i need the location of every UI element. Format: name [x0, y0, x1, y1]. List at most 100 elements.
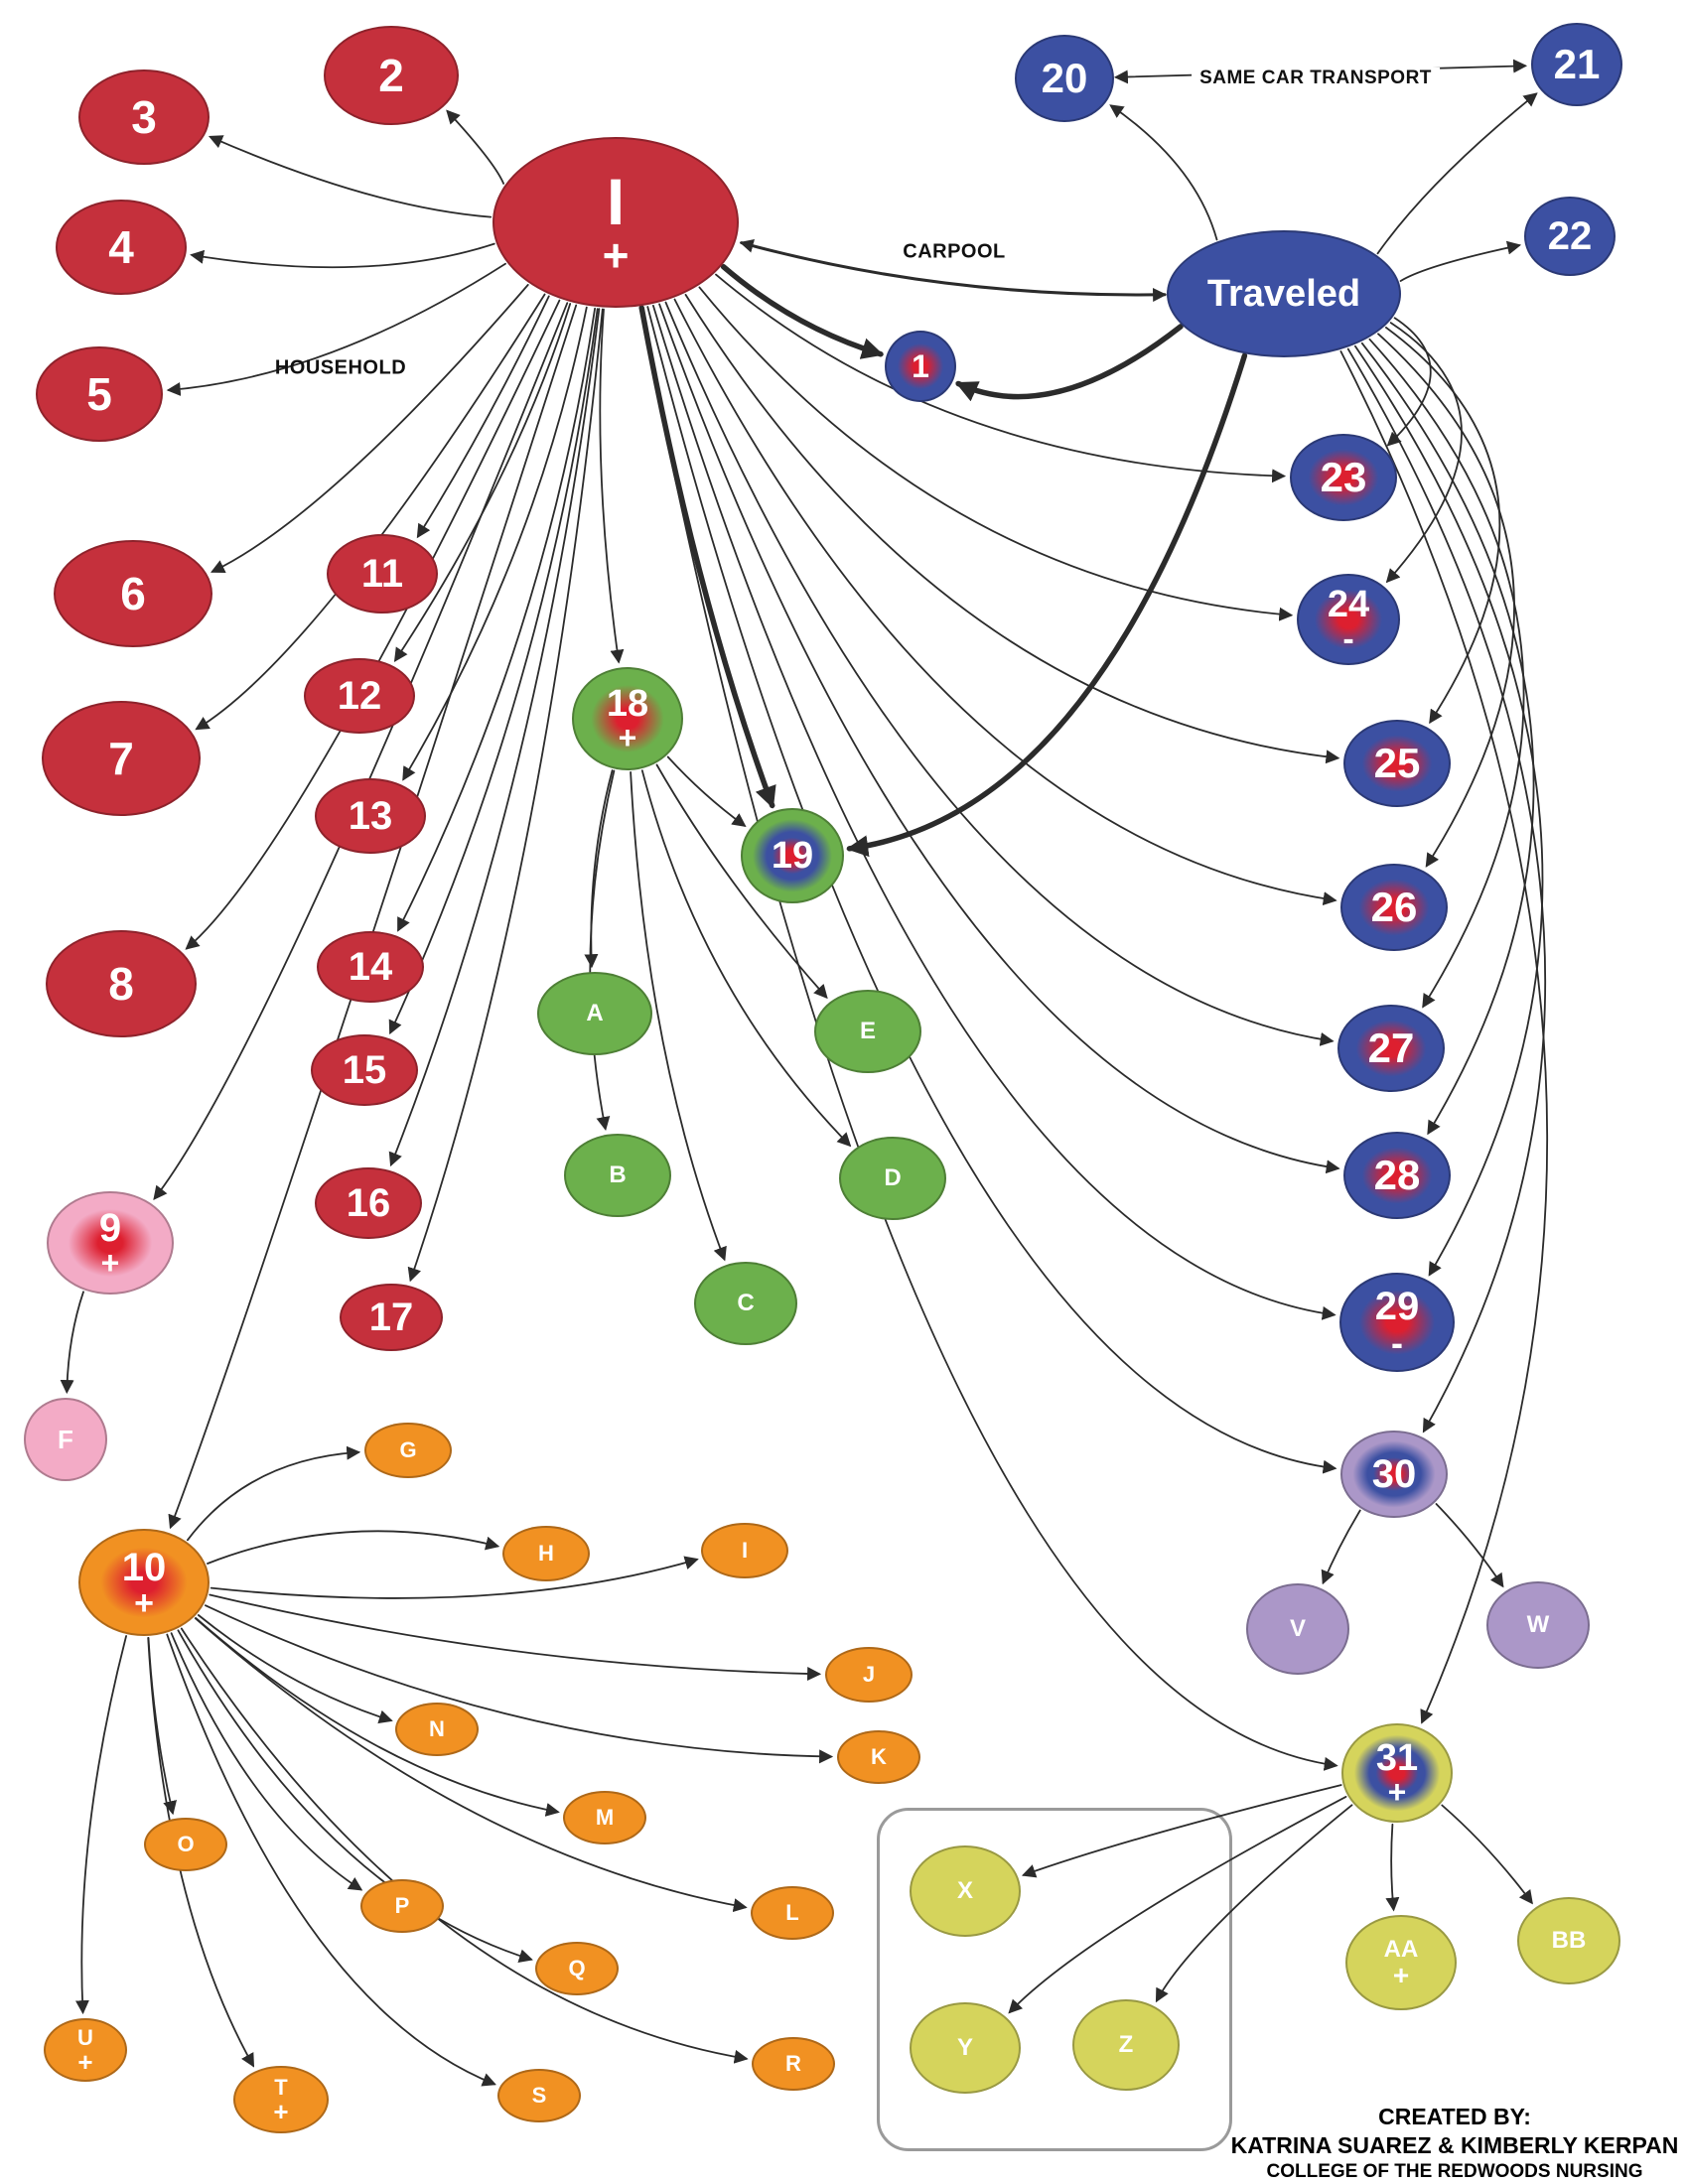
node-U-label: U	[77, 2024, 93, 2050]
node-15: 15	[311, 1034, 418, 1106]
edge-Traveled-23	[1386, 317, 1432, 447]
node-Q: Q	[535, 1942, 619, 1995]
node-Q-label: Q	[568, 1956, 586, 1980]
node-T: T+	[233, 2066, 329, 2133]
edge-I-27	[664, 301, 1335, 1046]
edge-I-30	[646, 306, 1337, 1474]
node-20-label: 20	[1041, 55, 1088, 101]
node-B: B	[564, 1134, 671, 1217]
node-T-label: T	[274, 2074, 288, 2100]
edge-I-3	[208, 135, 492, 218]
node-25-label: 25	[1373, 740, 1421, 786]
edge-10-R	[180, 1627, 749, 2064]
node-8: 8	[46, 930, 197, 1037]
node-J: J	[825, 1647, 913, 1703]
node-27-label: 27	[1367, 1024, 1415, 1071]
node-Traveled-label: Traveled	[1206, 273, 1361, 315]
edge-I-4	[190, 242, 495, 269]
node-BB-label: BB	[1551, 1927, 1587, 1954]
node-L: L	[751, 1886, 834, 1940]
node-17-label: 17	[368, 1296, 414, 1339]
edge-10-M	[195, 1617, 560, 1817]
edge-I-6	[211, 284, 529, 573]
node-V: V	[1246, 1583, 1349, 1675]
edge-10-H	[207, 1530, 500, 1565]
node-P: P	[360, 1879, 444, 1933]
edge-I-17	[407, 308, 604, 1283]
node-C: C	[694, 1262, 797, 1345]
node-3-label: 3	[131, 91, 157, 143]
edge-10-O	[147, 1637, 178, 1816]
node-Z-label: Z	[1118, 2031, 1134, 2058]
node-28-label: 28	[1373, 1152, 1421, 1198]
node-X: X	[910, 1845, 1021, 1937]
node-F: F	[24, 1398, 107, 1481]
node-19-label: 19	[771, 835, 814, 877]
edge-Traveled-31	[1339, 350, 1549, 1724]
credits-block: CREATED BY: KATRINA SUAREZ & KIMBERLY KE…	[1226, 2103, 1683, 2184]
node-20: 20	[1015, 35, 1114, 122]
edge-10-U	[74, 1635, 127, 2015]
edge-31-Y	[1008, 1796, 1347, 2014]
edge-10-J	[209, 1593, 822, 1682]
node-31: 31+	[1341, 1723, 1453, 1823]
node-X-label: X	[956, 1877, 973, 1904]
node-9: 9+	[47, 1191, 174, 1295]
node-T-status-sign: +	[273, 2096, 289, 2126]
node-M-label: M	[595, 1805, 615, 1830]
node-5: 5	[36, 346, 163, 442]
edge-9-F	[60, 1291, 84, 1395]
node-27: 27	[1337, 1005, 1445, 1092]
node-25: 25	[1343, 720, 1451, 807]
edge-10-K	[205, 1604, 834, 1764]
edge-31-X	[1021, 1784, 1342, 1878]
node-13-label: 13	[348, 794, 393, 838]
edge-31-AA	[1385, 1823, 1400, 1912]
node-Z: Z	[1072, 1999, 1180, 2091]
edge-30-W	[1435, 1503, 1504, 1588]
edge-Traveled-24	[1385, 322, 1463, 584]
household-edge-label: HOUSEHOLD	[274, 356, 407, 379]
node-S: S	[497, 2069, 581, 2122]
node-W-label: W	[1526, 1611, 1550, 1638]
edge-Traveled-19	[846, 352, 1248, 858]
node-13: 13	[315, 778, 426, 854]
edge-I-25	[684, 294, 1340, 764]
node-Traveled: Traveled	[1167, 230, 1401, 357]
edge-I-23	[715, 273, 1287, 483]
node-Y: Y	[910, 2002, 1021, 2094]
node-M: M	[563, 1791, 646, 1844]
edge-Traveled-28	[1360, 341, 1535, 1136]
node-J-label: J	[862, 1662, 876, 1687]
node-E: E	[814, 990, 921, 1073]
carpool-edge-label: CARPOOL	[903, 240, 1006, 263]
edge-I-28	[658, 303, 1340, 1174]
node-31-label: 31	[1375, 1737, 1419, 1780]
node-22-label: 22	[1547, 214, 1593, 258]
node-29: 29-	[1339, 1273, 1455, 1372]
node-P-label: P	[394, 1893, 410, 1918]
node-W: W	[1486, 1581, 1590, 1669]
node-30-label: 30	[1371, 1452, 1417, 1496]
node-22: 22	[1524, 197, 1616, 276]
node-18-status-sign: +	[618, 720, 637, 756]
node-9-label: 9	[98, 1206, 122, 1251]
node-12: 12	[304, 658, 415, 734]
node-N-label: N	[429, 1716, 445, 1741]
edge-I-12	[393, 303, 572, 662]
node-O: O	[144, 1818, 227, 1871]
edge-18-E	[655, 763, 828, 1000]
edge-18-C	[630, 771, 727, 1262]
edge-I-29	[652, 305, 1336, 1320]
node-14: 14	[317, 931, 424, 1003]
edge-10-S	[166, 1633, 496, 2087]
edge-Traveled-30	[1346, 347, 1547, 1433]
node-16-label: 16	[346, 1181, 391, 1225]
node-26-label: 26	[1370, 884, 1418, 930]
edge-I-10	[168, 304, 578, 1530]
node-31-status-sign: +	[1387, 1774, 1407, 1811]
node-3: 3	[78, 69, 210, 165]
node-BB: BB	[1517, 1897, 1620, 1984]
edge-Traveled-1	[955, 324, 1184, 402]
